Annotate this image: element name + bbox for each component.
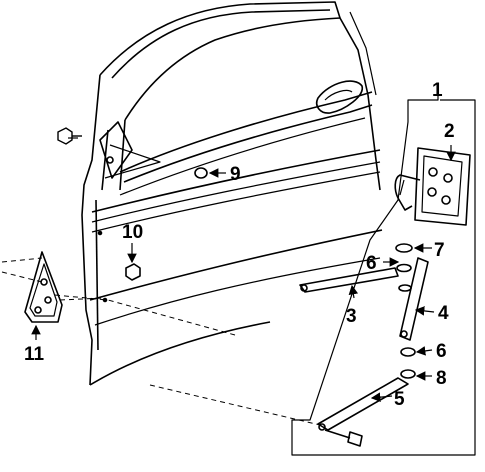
callout-6a: 6 xyxy=(366,253,377,274)
callout-5: 5 xyxy=(394,389,405,410)
callout-10: 10 xyxy=(122,222,143,243)
dash-leaders xyxy=(1,257,321,426)
callout-1: 1 xyxy=(432,80,443,101)
callout-3: 3 xyxy=(346,306,357,327)
callout-4: 4 xyxy=(438,303,449,324)
callout-7: 7 xyxy=(434,240,445,261)
door-panel xyxy=(81,1,383,386)
callout-labels: 1 2 3 4 5 6 6 7 8 9 10 11 xyxy=(24,80,455,410)
callout-11: 11 xyxy=(24,344,45,365)
callout-arrows xyxy=(31,137,456,402)
callout-2: 2 xyxy=(444,121,455,142)
callout-6b: 6 xyxy=(436,341,447,362)
nut-fastener xyxy=(57,127,82,145)
callout-9: 9 xyxy=(230,164,241,185)
callout-8: 8 xyxy=(436,368,447,389)
mirror-assembly xyxy=(291,96,476,456)
mirror-cover-bracket xyxy=(24,251,63,323)
